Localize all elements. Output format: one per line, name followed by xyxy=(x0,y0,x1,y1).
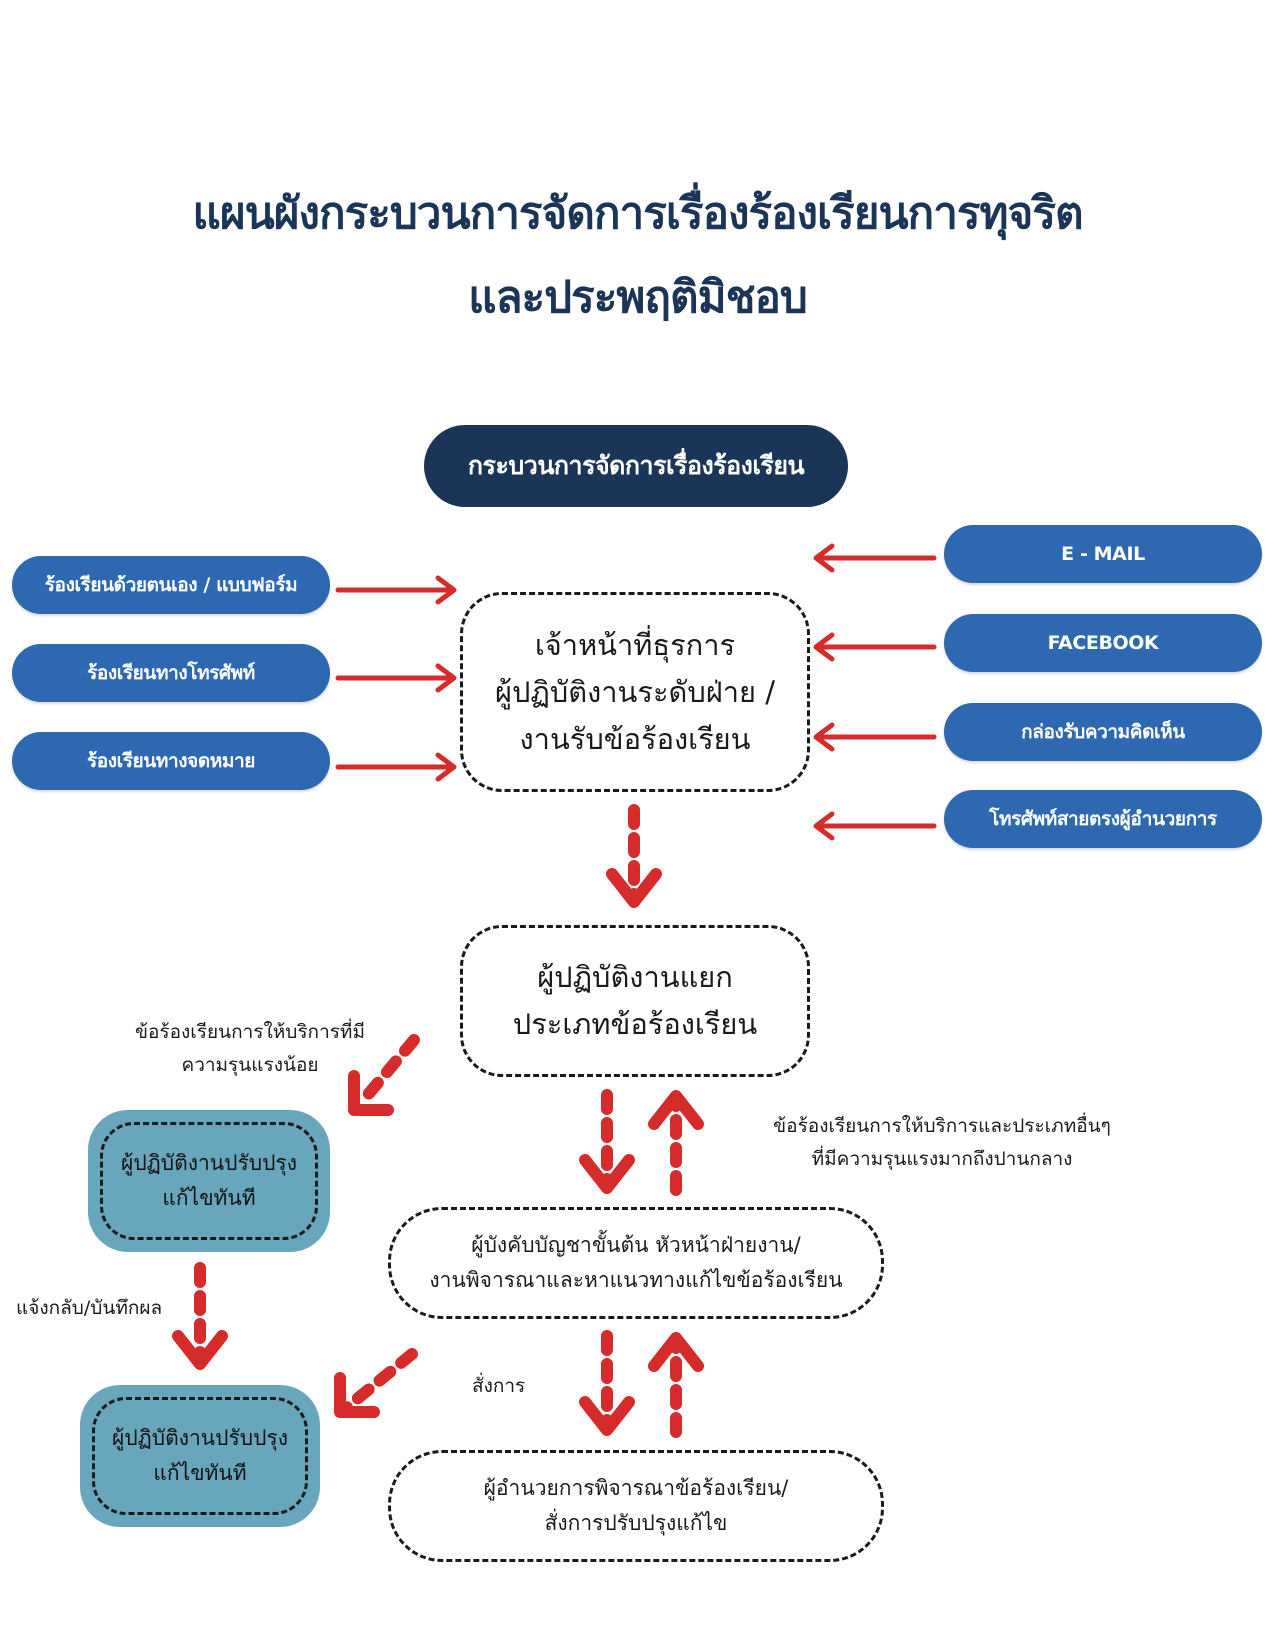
step-supervisor-line: ผู้บังคับบัญชาขั้นต้น หัวหน้าฝ่ายงาน/ xyxy=(471,1233,801,1257)
arrow-fix-1-to-fix-2 xyxy=(172,1262,228,1370)
note-major-complaint: ข้อร้องเรียนการให้บริการและประเภทอื่นๆ ท… xyxy=(752,1110,1132,1176)
channel-director-hotline: โทรศัพท์สายตรงผู้อำนวยการ xyxy=(944,790,1262,848)
step-receive-line: เจ้าหน้าที่ธุรการ xyxy=(534,627,736,662)
step-fix-line: แก้ไขทันที xyxy=(153,1461,247,1485)
arrow-right-channel-2 xyxy=(813,632,937,662)
note-major-line: ข้อร้องเรียนการให้บริการและประเภทอื่นๆ xyxy=(773,1115,1111,1137)
step-fix-line: แก้ไขทันที xyxy=(162,1186,256,1210)
note-minor-line: ข้อร้องเรียนการให้บริการที่มี xyxy=(135,1021,365,1043)
note-order: สั่งการ xyxy=(472,1375,526,1397)
arrow-classify-to-supervisor xyxy=(579,1089,635,1194)
arrow-classify-to-fix-1 xyxy=(348,1034,420,1116)
note-minor-line: ความรุนแรงน้อย xyxy=(181,1054,319,1076)
arrow-right-channel-4 xyxy=(813,811,937,841)
arrow-supervisor-to-classify xyxy=(648,1090,704,1196)
arrow-right-channel-1 xyxy=(813,543,937,573)
step-supervisor-box: ผู้บังคับบัญชาขั้นต้น หัวหน้าฝ่ายงาน/ งา… xyxy=(388,1207,884,1319)
arrow-supervisor-to-fix-2 xyxy=(334,1348,418,1418)
arrow-receive-to-classify xyxy=(606,804,662,908)
step-fix-line: ผู้ปฏิบัติงานปรับปรุง xyxy=(121,1151,297,1175)
step-fix-immediately-inner-2: ผู้ปฏิบัติงานปรับปรุง แก้ไขทันที xyxy=(92,1397,308,1515)
step-director-box: ผู้อำนวยการพิจารณาข้อร้องเรียน/ สั่งการป… xyxy=(388,1450,884,1562)
note-minor-complaint: ข้อร้องเรียนการให้บริการที่มี ความรุนแรง… xyxy=(110,1016,390,1082)
step-classify-line: ประเภทข้อร้องเรียน xyxy=(512,1007,758,1041)
diagram-title-line-2: และประพฤติมิชอบ xyxy=(468,272,808,323)
step-fix-line: ผู้ปฏิบัติงานปรับปรุง xyxy=(112,1426,288,1450)
arrow-left-channel-2 xyxy=(335,663,457,693)
step-fix-immediately-box-2: ผู้ปฏิบัติงานปรับปรุง แก้ไขทันที xyxy=(80,1385,320,1527)
diagram-title-line-1: แผนผังกระบวนการจัดการเรื่องร้องเรียนการท… xyxy=(192,188,1083,239)
step-receive-box: เจ้าหน้าที่ธุรการ ผู้ปฏิบัติงานระดับฝ่าย… xyxy=(460,592,810,792)
channel-phone: ร้องเรียนทางโทรศัพท์ xyxy=(12,644,330,702)
step-director-line: ผู้อำนวยการพิจารณาข้อร้องเรียน/ xyxy=(483,1476,789,1500)
arrow-right-channel-3 xyxy=(813,722,937,752)
arrow-director-to-supervisor xyxy=(648,1332,704,1438)
step-fix-immediately-inner-1: ผู้ปฏิบัติงานปรับปรุง แก้ไขทันที xyxy=(100,1122,318,1240)
arrow-supervisor-to-director xyxy=(579,1330,635,1436)
process-header: กระบวนการจัดการเรื่องร้องเรียน xyxy=(424,425,848,507)
note-report-back: แจ้งกลับ/บันทึกผล xyxy=(16,1297,163,1319)
step-receive-line: ผู้ปฏิบัติงานระดับฝ่าย / xyxy=(494,674,776,709)
channel-walk-in-form: ร้องเรียนด้วยตนเอง / แบบฟอร์ม xyxy=(12,556,330,614)
channel-comment-box: กล่องรับความคิดเห็น xyxy=(944,703,1262,761)
note-major-line: ที่มีความรุนแรงมากถึงปานกลาง xyxy=(811,1148,1073,1170)
channel-letter: ร้องเรียนทางจดหมาย xyxy=(12,732,330,790)
step-classify-line: ผู้ปฏิบัติงานแยก xyxy=(537,960,733,994)
step-fix-immediately-box-1: ผู้ปฏิบัติงานปรับปรุง แก้ไขทันที xyxy=(88,1110,330,1252)
channel-email: E - MAIL xyxy=(944,525,1262,583)
arrow-left-channel-1 xyxy=(335,575,457,605)
channel-facebook: FACEBOOK xyxy=(944,614,1262,672)
step-receive-line: งานรับข้อร้องเรียน xyxy=(519,721,751,756)
step-classify-box: ผู้ปฏิบัติงานแยก ประเภทข้อร้องเรียน xyxy=(460,925,810,1077)
arrow-left-channel-3 xyxy=(335,752,457,782)
step-director-line: สั่งการปรับปรุงแก้ไข xyxy=(544,1511,728,1535)
step-supervisor-line: งานพิจารณาและหาแนวทางแก้ไขข้อร้องเรียน xyxy=(429,1268,843,1292)
